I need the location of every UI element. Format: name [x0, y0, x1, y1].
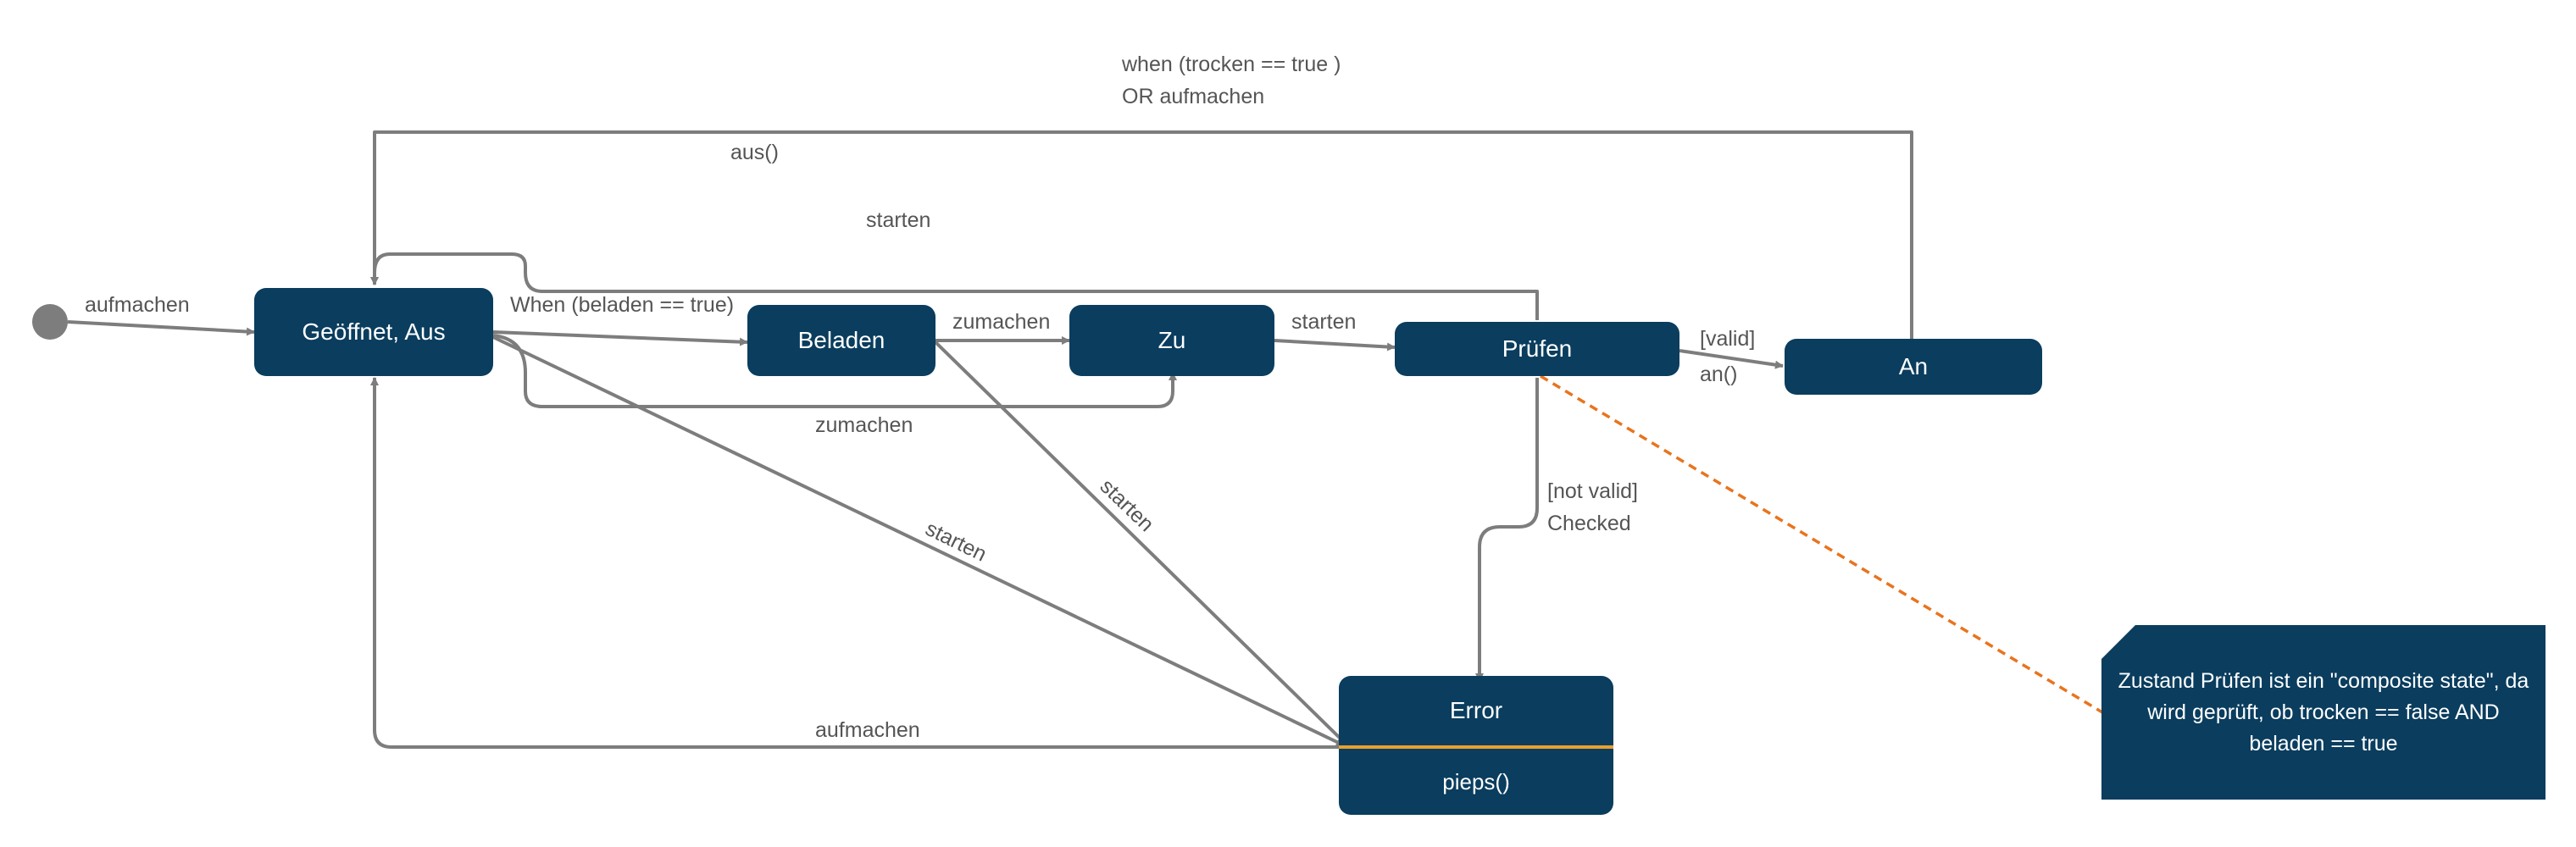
label-initial-aufmachen: aufmachen [85, 293, 190, 317]
error-title: Error [1449, 697, 1503, 723]
label-top-when-line1: when (trocken == true ) [1122, 53, 1341, 76]
note-composite-state: Zustand Prüfen ist ein "composite state"… [2118, 668, 2529, 756]
note-shape [2101, 625, 2545, 800]
arrow-pruefen-to-an [1679, 349, 1784, 369]
arrow-beladen-to-error [934, 340, 1347, 745]
label-not-valid: [not valid] [1547, 479, 1639, 503]
label-bottom-zumachen: zumachen [815, 413, 913, 437]
label-loop-starten: starten [866, 208, 931, 232]
label-beladen-zumachen: zumachen [952, 310, 1051, 334]
label-pruefen-an: an() [1700, 363, 1738, 386]
arrow-geoeffnet-to-error [492, 335, 1345, 747]
arrow-error-to-geoeffnet [370, 377, 1339, 749]
arrow-pruefen-to-error [1475, 378, 1539, 682]
arrow-an-to-geoeffnet [370, 130, 1913, 339]
arrow-initial-to-geoeffnet [67, 320, 255, 336]
label-error-aufmachen: aufmachen [815, 718, 920, 742]
label-pruefen-valid: [valid] [1700, 327, 1756, 351]
error-action: pieps() [1442, 768, 1510, 794]
arrow-pruefen-loop-to-geoeffnet [370, 252, 1539, 320]
note-link-line [1540, 374, 2107, 717]
error-divider [1339, 745, 1613, 749]
arrow-geoeffnet-to-beladen [492, 330, 748, 346]
label-checked: Checked [1547, 512, 1631, 535]
state-beladen[interactable]: Beladen [747, 305, 935, 376]
state-geoeffnet-aus[interactable]: Geöffnet, Aus [254, 288, 493, 376]
label-zu-starten: starten [1291, 310, 1357, 334]
state-error[interactable]: Error pieps() [1339, 676, 1613, 815]
state-pruefen[interactable]: Prüfen [1395, 322, 1679, 376]
label-when-beladen: When (beladen == true) [510, 293, 735, 317]
initial-state-dot [32, 304, 68, 340]
state-zu[interactable]: Zu [1069, 305, 1274, 376]
state-an[interactable]: An [1785, 339, 2042, 395]
arrow-zu-to-pruefen [1274, 339, 1396, 352]
label-aus: aus() [730, 141, 779, 164]
label-top-when-line2: OR aufmachen [1122, 85, 1265, 108]
